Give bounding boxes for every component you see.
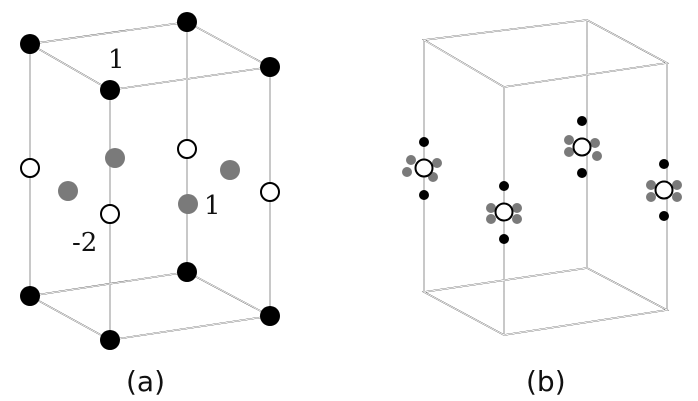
atom-cluster bbox=[564, 116, 602, 178]
panel-b: (b) bbox=[402, 19, 682, 398]
gray-atom bbox=[672, 180, 682, 190]
atom-cluster bbox=[486, 181, 522, 244]
gray-atom bbox=[646, 192, 656, 202]
open-atom bbox=[100, 204, 120, 224]
black-atom bbox=[20, 286, 40, 306]
gray-atom bbox=[486, 214, 496, 224]
black-atom bbox=[260, 57, 280, 77]
gray-atom bbox=[592, 151, 602, 161]
open-atom bbox=[572, 137, 592, 157]
gray-atom bbox=[564, 135, 574, 145]
site-label: 1 bbox=[108, 45, 125, 75]
black-atom bbox=[177, 262, 197, 282]
black-atom bbox=[577, 116, 587, 126]
gray-atom bbox=[672, 192, 682, 202]
panel-a: 1 -2 1 (a) bbox=[20, 12, 280, 398]
black-atom bbox=[499, 234, 509, 244]
panel-caption: (b) bbox=[526, 365, 566, 398]
gray-atom bbox=[512, 214, 522, 224]
gray-atom bbox=[564, 147, 574, 157]
gray-atom bbox=[646, 180, 656, 190]
atom-cluster bbox=[402, 137, 442, 200]
black-atom bbox=[499, 181, 509, 191]
black-atom bbox=[419, 190, 429, 200]
open-atom bbox=[654, 180, 674, 200]
black-atom bbox=[419, 137, 429, 147]
gray-atom bbox=[58, 181, 78, 201]
gray-atom bbox=[406, 155, 416, 165]
site-label: 1 bbox=[204, 191, 221, 221]
gray-atom bbox=[178, 194, 198, 214]
open-atom bbox=[177, 139, 197, 159]
black-atom bbox=[100, 330, 120, 350]
panel-b-cell-edges bbox=[421, 19, 670, 336]
black-atom bbox=[260, 306, 280, 326]
gray-atom bbox=[432, 158, 442, 168]
gray-atom bbox=[512, 203, 522, 213]
open-atom bbox=[20, 158, 40, 178]
panel-caption: (a) bbox=[126, 365, 165, 398]
black-atom bbox=[659, 159, 669, 169]
black-atom bbox=[100, 80, 120, 100]
black-atom bbox=[20, 34, 40, 54]
gray-atom bbox=[486, 203, 496, 213]
panel-a-cell-edges bbox=[27, 21, 273, 341]
site-label: -2 bbox=[72, 228, 97, 258]
open-atom bbox=[260, 182, 280, 202]
gray-atom bbox=[590, 138, 600, 148]
open-atom bbox=[494, 202, 514, 222]
black-atom bbox=[177, 12, 197, 32]
atom-cluster bbox=[646, 159, 682, 221]
black-atom bbox=[659, 211, 669, 221]
open-atom bbox=[414, 158, 434, 178]
gray-atom bbox=[105, 148, 125, 168]
gray-atom bbox=[402, 167, 412, 177]
black-atom bbox=[577, 168, 587, 178]
gray-atom bbox=[220, 160, 240, 180]
